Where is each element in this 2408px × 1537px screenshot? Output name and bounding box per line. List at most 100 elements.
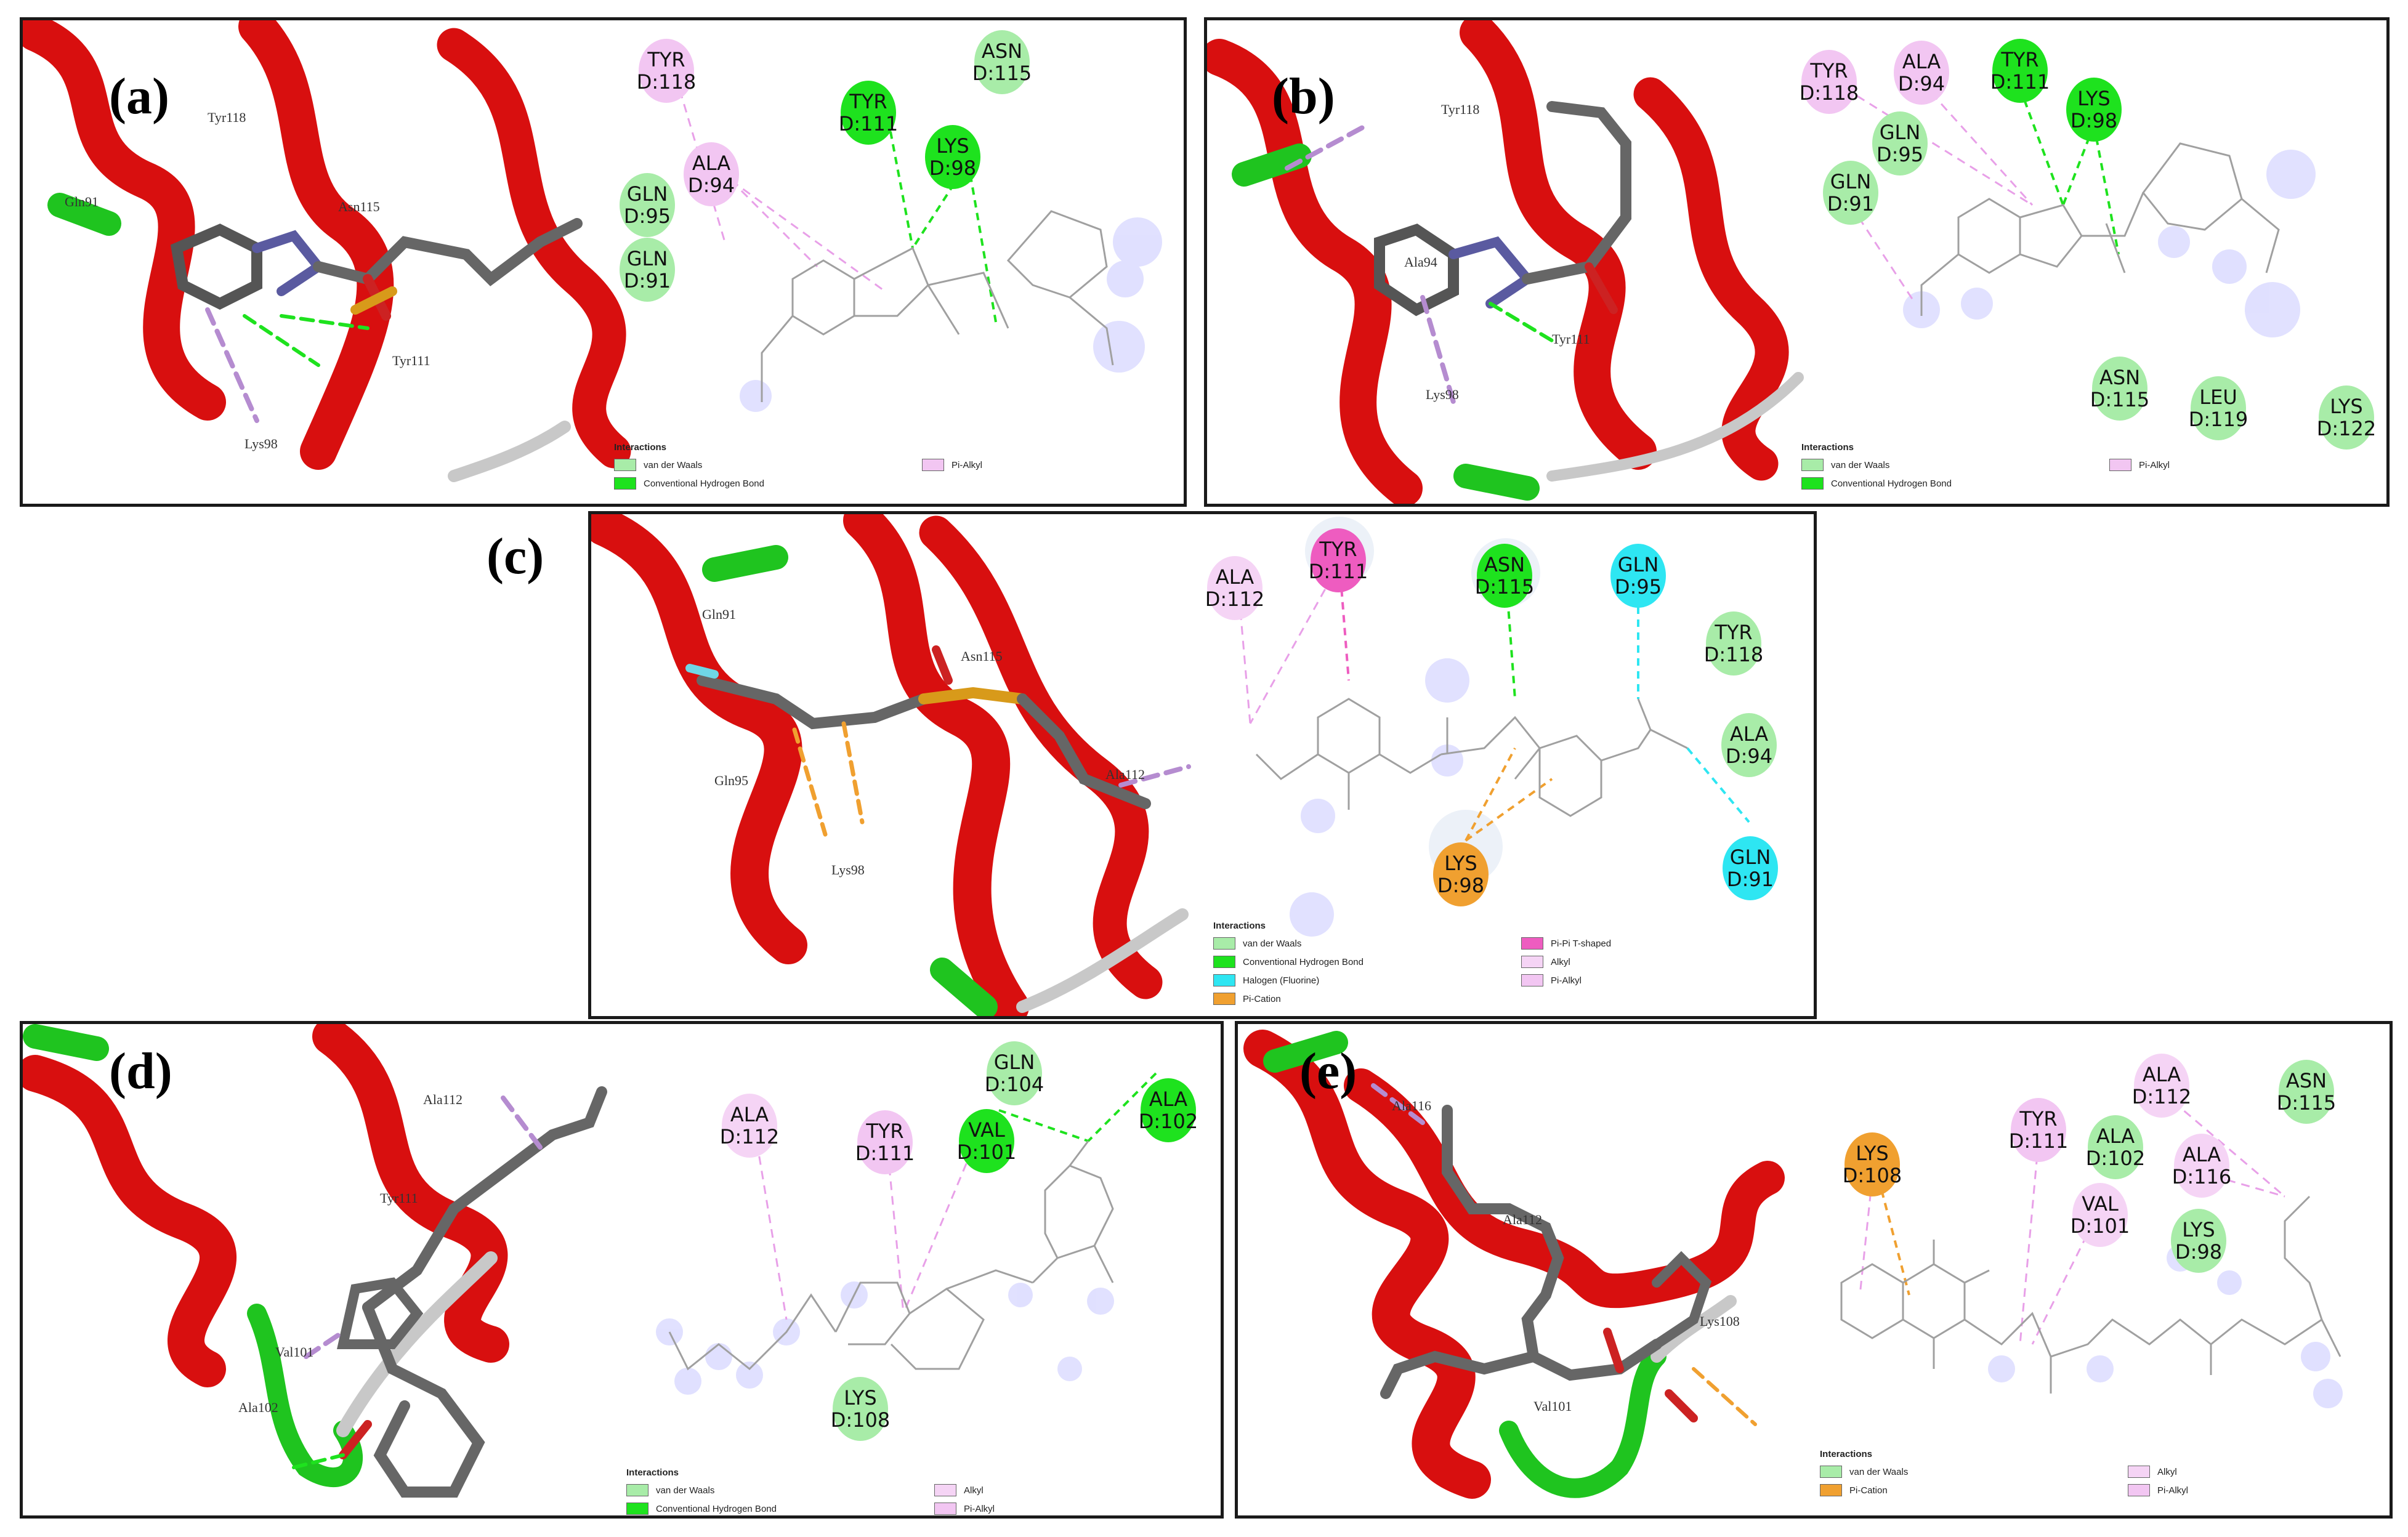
panel-b-legend: Interactions van der Waals Pi-Alkyl Conv… <box>1801 442 2294 490</box>
residue-3d-label: Lys98 <box>831 862 865 877</box>
legend-item: van der Waals <box>1213 937 1521 950</box>
panel-d-graphics <box>23 1024 607 1498</box>
legend-swatch <box>1820 1466 1842 1478</box>
legend-swatch <box>626 1503 648 1515</box>
legend-item: Pi-Alkyl <box>1521 974 1706 986</box>
residue-3d-label: Gln91 <box>65 194 99 209</box>
panel-a-interaction-lines <box>674 75 886 292</box>
legend-item: Alkyl <box>2128 1466 2313 1478</box>
legend-swatch <box>2128 1466 2150 1478</box>
residue-3d-label: Tyr111 <box>380 1190 418 1206</box>
legend-swatch <box>2128 1484 2150 1496</box>
panel-c-pication-lines <box>1465 748 1553 842</box>
residue-3d-label: Lys108 <box>1700 1313 1740 1329</box>
legend-item: Conventional Hydrogen Bond <box>614 477 922 490</box>
legend-swatch <box>614 477 636 490</box>
panel-e-ribbon <box>1243 1030 1785 1499</box>
residue-3d-label: Tyr118 <box>1441 102 1480 117</box>
panel-d-hbond-lines <box>998 1072 1157 1142</box>
residue-3d-label: Asn115 <box>961 648 1003 664</box>
panel-c-ligand-2d <box>1255 698 1688 817</box>
legend-item: van der Waals <box>1801 459 2109 471</box>
panel-d-ligand-3d <box>292 1086 607 1498</box>
residue-3d-label: Ala112 <box>1503 1212 1542 1227</box>
legend-swatch <box>1521 974 1543 986</box>
residue-3d-label: Tyr118 <box>208 110 246 125</box>
legend-item: Alkyl <box>1521 956 1706 968</box>
legend-item: Pi-Cation <box>1213 993 1521 1005</box>
panel-e-ligand-3d <box>1371 1083 1757 1426</box>
panel-d-label: (d) <box>109 1043 172 1100</box>
legend-title: Interactions <box>1213 921 1266 931</box>
residue-3d-label: Val101 <box>275 1344 314 1360</box>
legend-swatch <box>1801 477 1824 490</box>
legend-title: Interactions <box>614 442 667 453</box>
panel-c-graphics <box>591 514 1191 1016</box>
panel-c-hbond-line <box>1505 572 1516 700</box>
residue-3d-label: Ala112 <box>1105 767 1145 782</box>
legend-swatch <box>1801 459 1824 471</box>
residue-3d-label: Ala102 <box>238 1400 278 1415</box>
panel-d-legend: Interactions van der Waals Alkyl Convent… <box>626 1467 1119 1515</box>
residue-3d-label: Asn115 <box>338 199 380 214</box>
panel-d-solvent-halos <box>656 1281 1114 1395</box>
legend-swatch <box>934 1484 956 1496</box>
panel-e-2d-diagram <box>1840 1091 2343 1408</box>
panel-b-solvent-halos <box>1903 150 2316 337</box>
panel-e-pication-line <box>1877 1177 1910 1296</box>
legend-item: Conventional Hydrogen Bond <box>1801 477 2109 490</box>
panel-b-label: (b) <box>1272 68 1335 125</box>
panel-a: (a) Tyr118 Gln91 Asn115 Tyr111 Lys98 TYR… <box>20 17 1187 507</box>
legend-title: Interactions <box>626 1467 679 1478</box>
legend-item: van der Waals <box>614 459 922 471</box>
legend-item: Conventional Hydrogen Bond <box>626 1503 934 1515</box>
legend-swatch <box>934 1503 956 1515</box>
panel-c-ribbon <box>591 514 1189 1016</box>
legend-swatch <box>1213 974 1235 986</box>
panel-c-legend: Interactions van der Waals Pi-Pi T-shape… <box>1213 921 1706 1005</box>
panel-a-ribbon <box>23 20 631 482</box>
legend-swatch <box>626 1484 648 1496</box>
panel-e-solvent-halos <box>1988 1245 2343 1408</box>
legend-item: Pi-Alkyl <box>2128 1484 2313 1496</box>
legend-swatch <box>2109 459 2131 471</box>
legend-title: Interactions <box>1820 1449 1873 1459</box>
panel-b-ribbon <box>1207 20 1804 504</box>
panel-a-solvent-halos <box>740 217 1162 412</box>
residue-3d-label: Val101 <box>1533 1398 1572 1414</box>
legend-item: Pi-Pi T-shaped <box>1521 937 1706 950</box>
residue-3d-label: Lys98 <box>244 436 278 451</box>
legend-item: Alkyl <box>934 1484 1119 1496</box>
legend-item: Pi-Alkyl <box>2109 459 2294 471</box>
